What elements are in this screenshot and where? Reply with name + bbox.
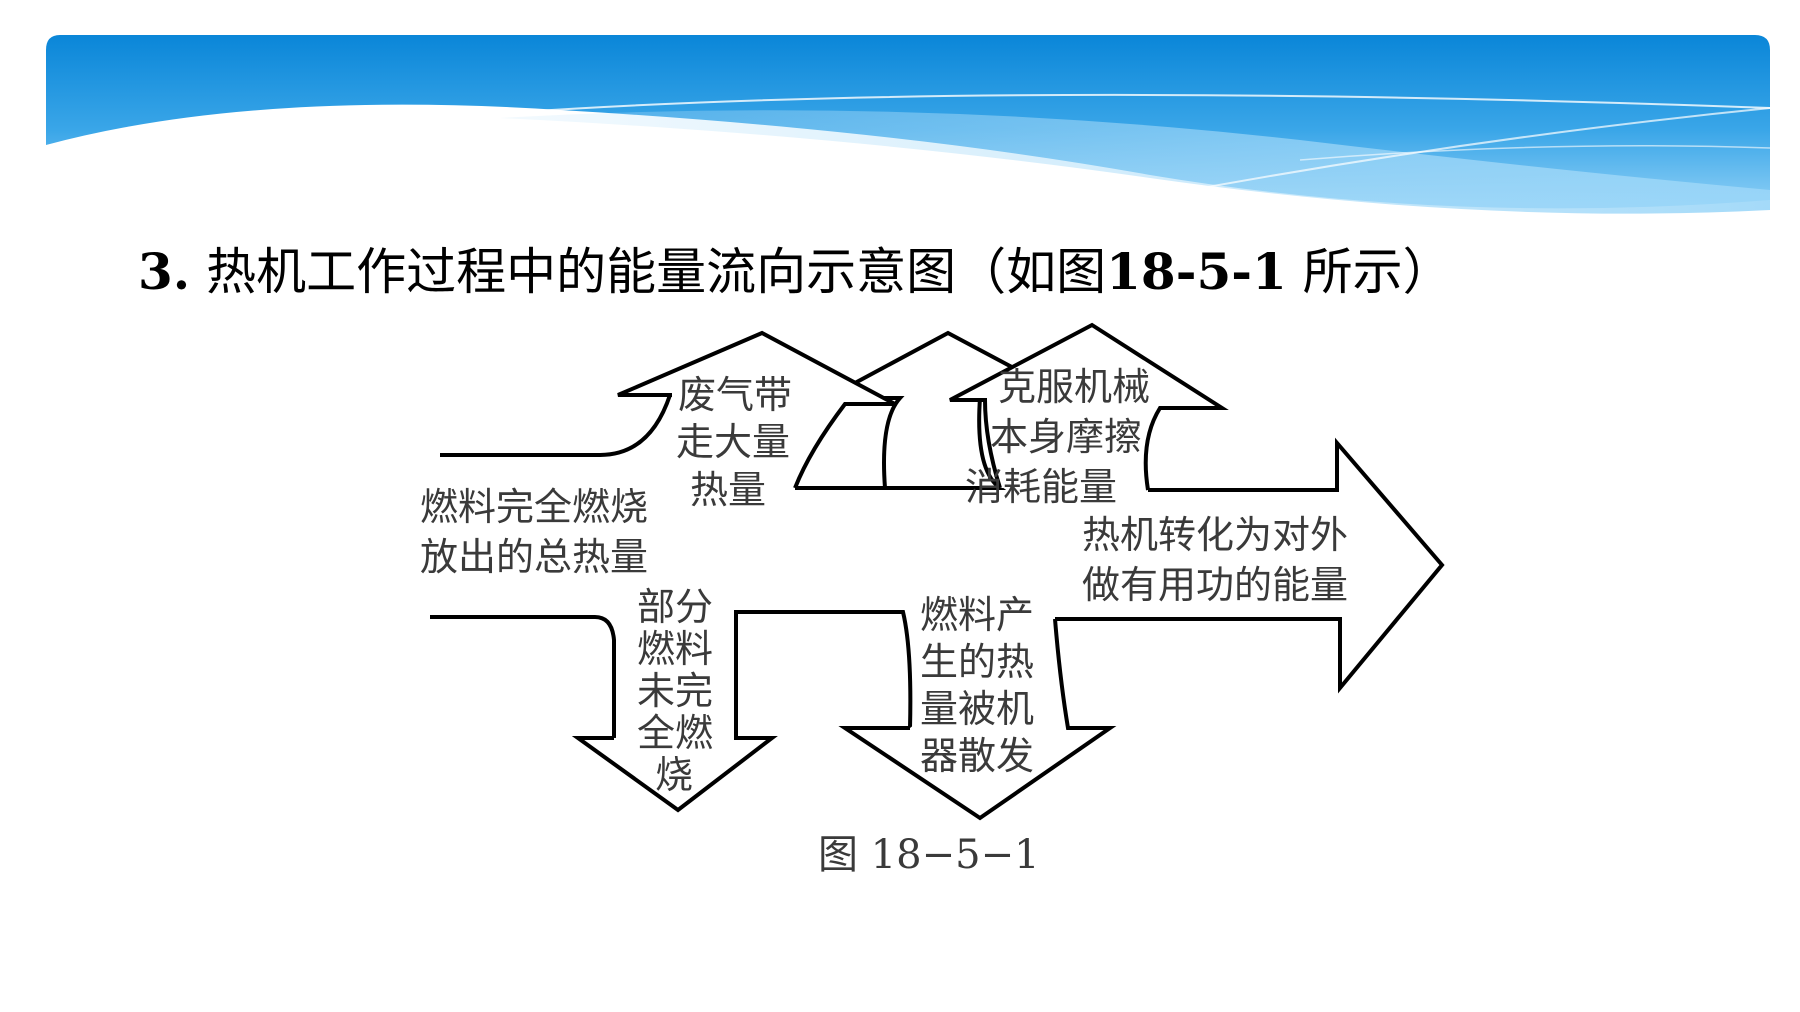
friction-label-line-3: 消耗能量 [965, 465, 1117, 509]
input-band-top-line [440, 394, 672, 457]
title-number: 3. [138, 242, 191, 301]
incomplete-combustion-label: 部分 燃料 未完 全燃 烧 [637, 585, 713, 797]
friction-label-line-1: 克服机械 [998, 365, 1150, 409]
incomplete-label-line-2: 燃料 [637, 627, 713, 671]
incomplete-combustion-arrow [571, 610, 913, 813]
slide-title: 3. 热机工作过程中的能量流向示意图（如图18-5-1 所示） [138, 244, 1453, 300]
exhaust-label-line-3: 热量 [690, 468, 766, 512]
dissipated-label-line-4: 器散发 [920, 734, 1034, 778]
title-suffix: 所示） [1286, 243, 1453, 301]
incomplete-label-line-4: 全燃 [637, 711, 713, 755]
input-label-line-1: 燃料完全燃烧 [420, 485, 648, 529]
dissipated-heat-label: 燃料产 生的热 量被机 器散发 [920, 593, 1034, 778]
useful-work-arrow [1055, 437, 1445, 694]
incomplete-label-line-3: 未完 [637, 669, 713, 713]
friction-arrow-head [949, 322, 1229, 491]
dissipated-label-line-2: 生的热 [920, 640, 1034, 684]
useful-work-label-line-2: 做有用功的能量 [1082, 563, 1348, 607]
incomplete-label-line-5: 烧 [655, 753, 693, 797]
exhaust-label: 废气带 走大量 热量 [676, 373, 792, 512]
exhaust-label-line-1: 废气带 [678, 373, 792, 417]
input-band-bottom-line [430, 615, 616, 738]
input-label-line-2: 放出的总热量 [420, 535, 648, 579]
dissipated-label-line-3: 量被机 [920, 687, 1034, 731]
friction-label-line-2: 本身摩擦 [990, 415, 1142, 459]
title-text: 热机工作过程中的能量流向示意图（如图 [206, 243, 1107, 301]
title-figure-ref: 18-5-1 [1106, 242, 1287, 301]
friction-label: 克服机械 本身摩擦 消耗能量 [965, 365, 1150, 509]
header-wave-banner [46, 35, 1771, 214]
incomplete-label-line-1: 部分 [637, 585, 713, 629]
input-label: 燃料完全燃烧 放出的总热量 [420, 485, 648, 579]
exhaust-label-line-2: 走大量 [676, 420, 790, 464]
useful-work-label-line-1: 热机转化为对外 [1082, 513, 1348, 557]
figure-caption: 图 18−5−1 [818, 832, 1040, 878]
dissipated-heat-arrow [838, 618, 1117, 821]
dissipated-label-line-1: 燃料产 [920, 593, 1034, 637]
exhaust-arrow-head [617, 330, 896, 489]
useful-work-label: 热机转化为对外 做有用功的能量 [1082, 513, 1348, 607]
